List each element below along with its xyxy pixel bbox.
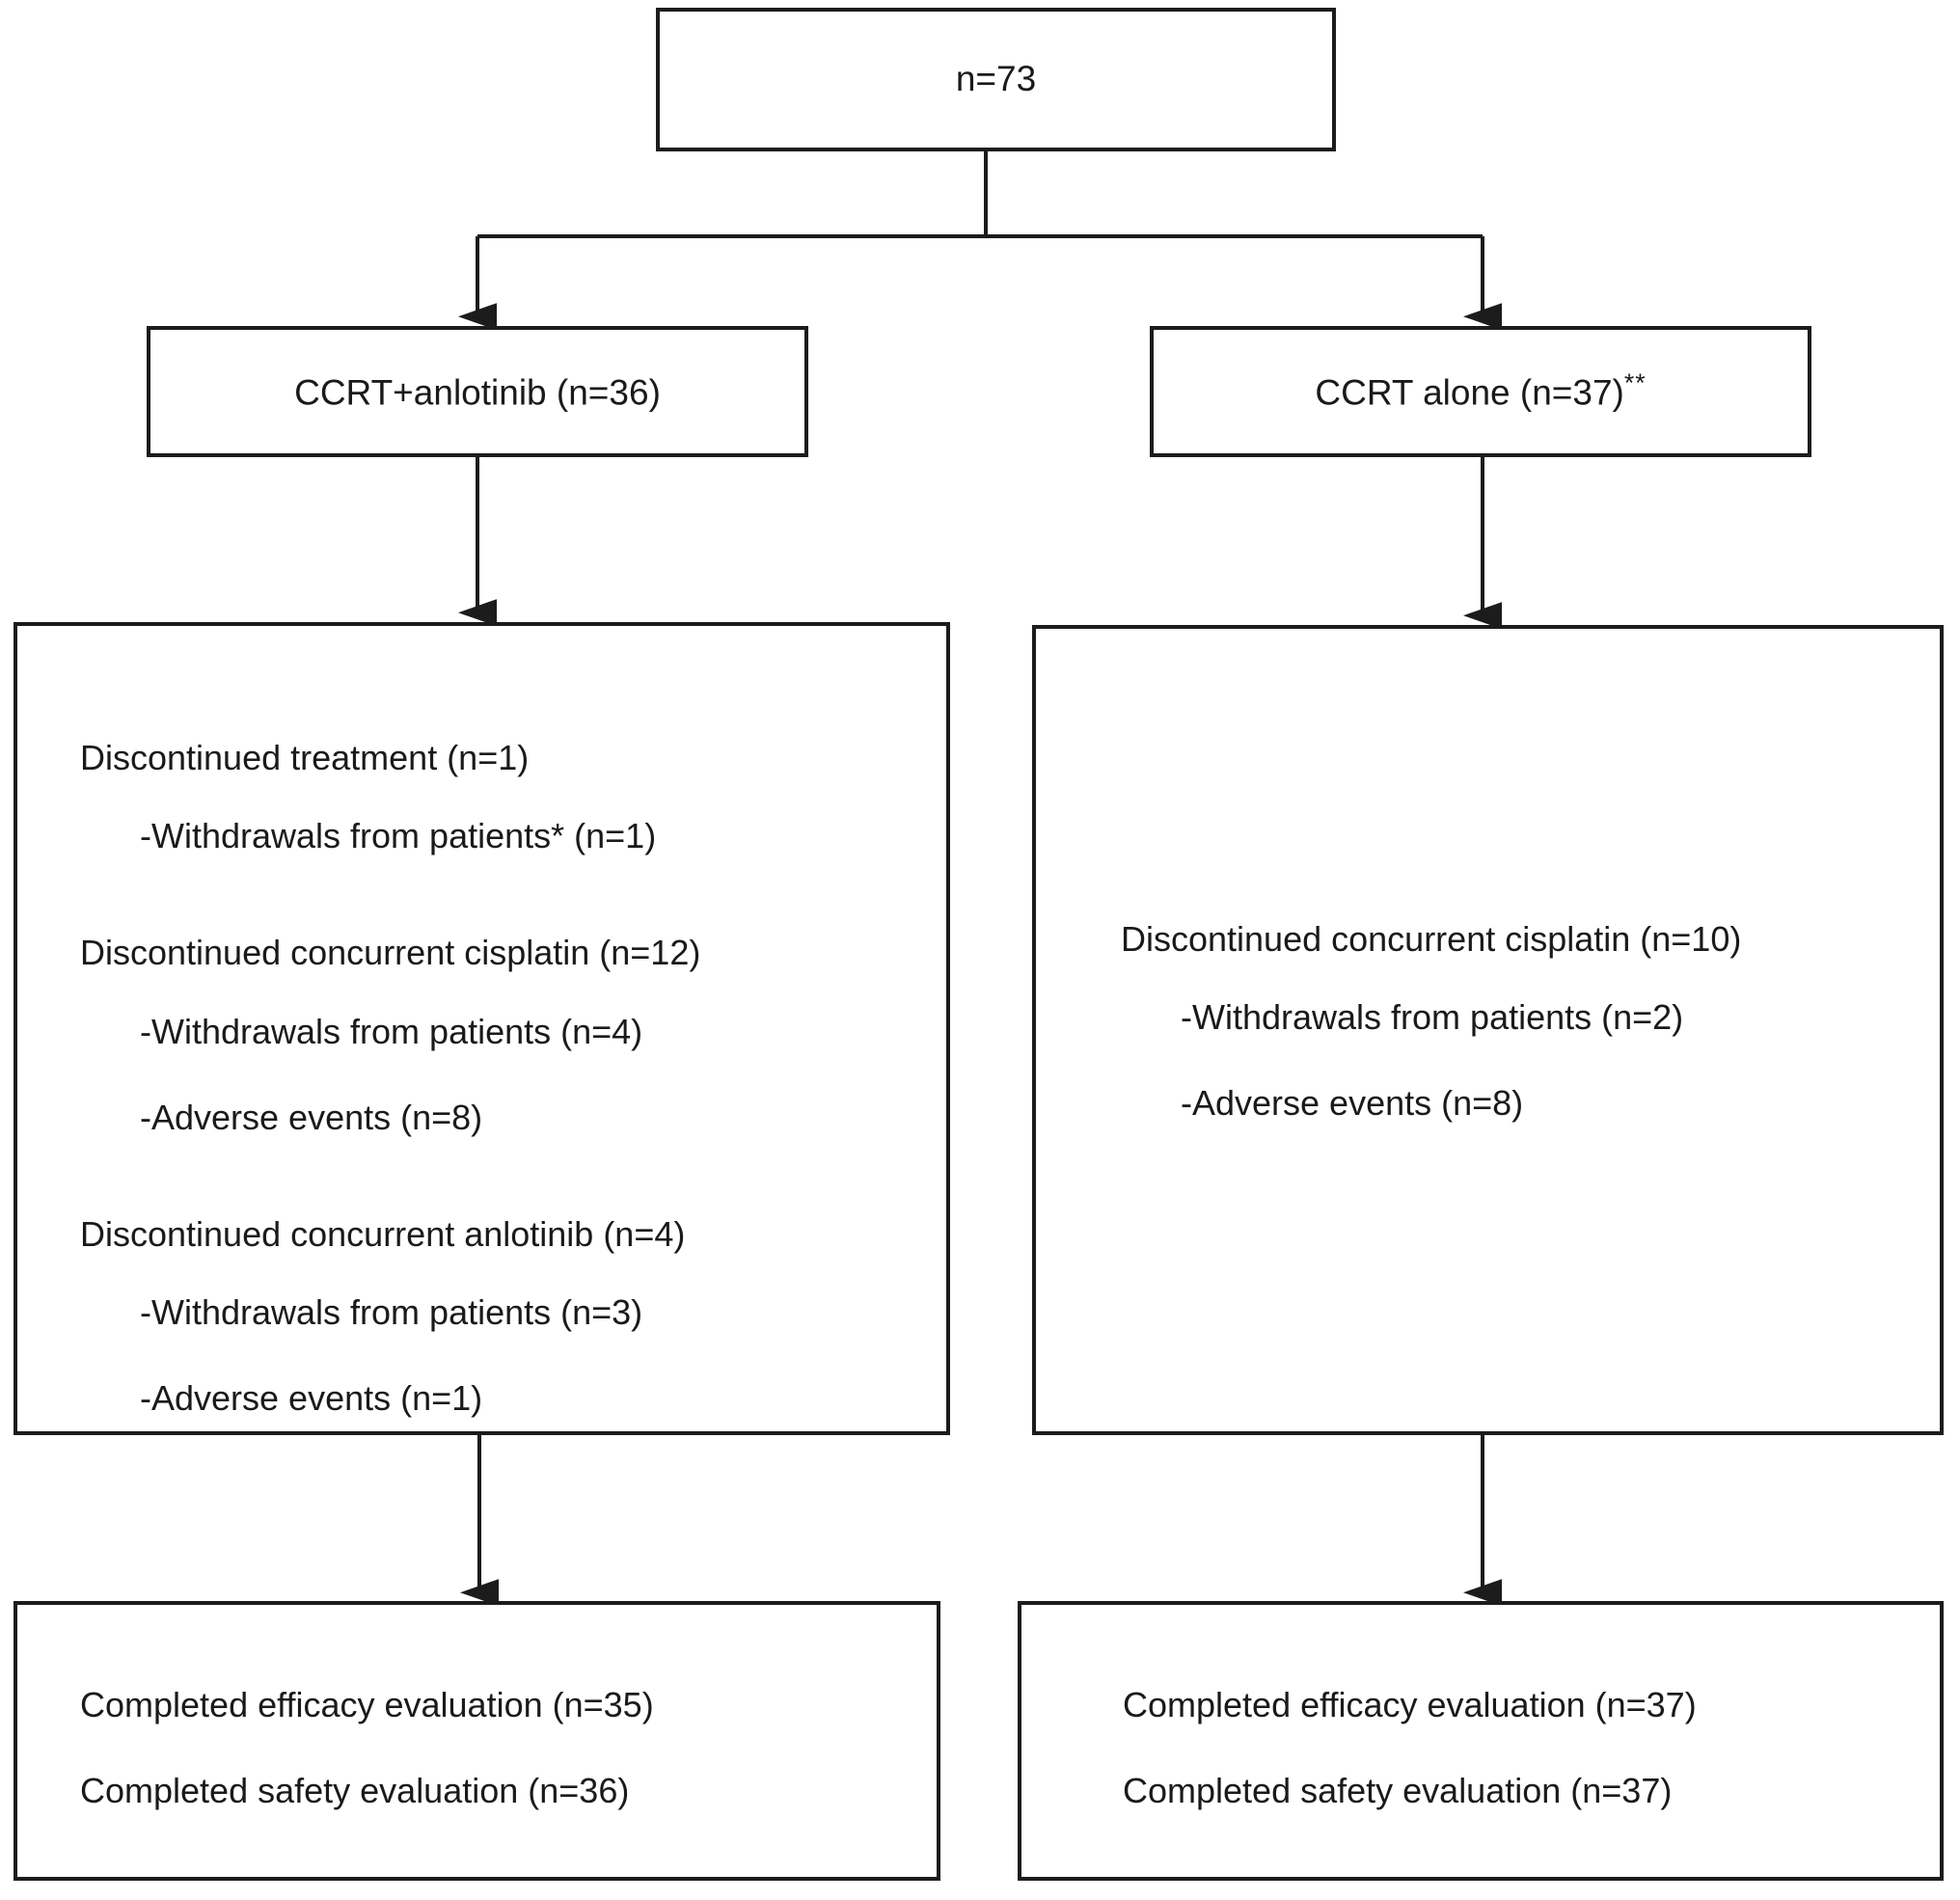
completion-box-right[interactable]: Completed efficacy evaluation (n=37) Com… <box>1018 1601 1944 1881</box>
arm-label-right-marker: ** <box>1623 368 1647 398</box>
discontinuation-right-group-0-item-1: -Adverse events (n=8) <box>1181 1083 1524 1124</box>
enrollment-label: n=73 <box>955 59 1037 99</box>
completion-left-line-1: Completed safety evaluation (n=36) <box>80 1771 630 1811</box>
spacer <box>80 1725 917 1770</box>
arm-label-right-text: CCRT alone (n=37) <box>1315 372 1624 413</box>
discontinuation-right-content: Discontinued concurrent cisplatin (n=10)… <box>1121 918 1920 1125</box>
completion-box-left[interactable]: Completed efficacy evaluation (n=35) Com… <box>14 1601 940 1881</box>
spacer <box>1121 1038 1920 1082</box>
discontinuation-left-content: Discontinued treatment (n=1) -Withdrawal… <box>80 737 927 1420</box>
arm-box-right[interactable]: CCRT alone (n=37)** <box>1150 326 1811 457</box>
discontinuation-left-group-1-item-0: -Withdrawals from patients (n=4) <box>140 1011 643 1051</box>
discontinuation-left-group-2-item-0: -Withdrawals from patients (n=3) <box>140 1292 643 1333</box>
spacer <box>80 856 927 932</box>
completion-left-content: Completed efficacy evaluation (n=35) Com… <box>80 1684 917 1811</box>
completion-right-line-1: Completed safety evaluation (n=37) <box>1123 1771 1673 1811</box>
arm-label-right: CCRT alone (n=37)** <box>1315 367 1646 416</box>
completion-right-content: Completed efficacy evaluation (n=37) Com… <box>1123 1684 1920 1811</box>
discontinuation-right-group-0-heading: Discontinued concurrent cisplatin (n=10) <box>1121 919 1742 959</box>
spacer <box>80 1333 927 1377</box>
spacer <box>80 778 927 815</box>
spacer <box>1123 1725 1920 1770</box>
enrollment-box[interactable]: n=73 <box>656 8 1336 151</box>
arm-box-left[interactable]: CCRT+anlotinib (n=36) <box>147 326 808 457</box>
discontinuation-box-left[interactable]: Discontinued treatment (n=1) -Withdrawal… <box>14 622 950 1435</box>
arm-label-left: CCRT+anlotinib (n=36) <box>294 367 661 416</box>
completion-left-line-0: Completed efficacy evaluation (n=35) <box>80 1685 654 1724</box>
spacer <box>1121 960 1920 996</box>
discontinuation-left-group-2-heading: Discontinued concurrent anlotinib (n=4) <box>80 1213 686 1254</box>
discontinuation-right-group-0-item-0: -Withdrawals from patients (n=2) <box>1181 997 1684 1038</box>
discontinuation-left-group-1-item-1: -Adverse events (n=8) <box>140 1097 483 1137</box>
discontinuation-left-group-1-heading: Discontinued concurrent cisplatin (n=12) <box>80 933 701 973</box>
spacer <box>80 1255 927 1291</box>
completion-right-line-0: Completed efficacy evaluation (n=37) <box>1123 1685 1697 1724</box>
spacer <box>80 974 927 1011</box>
spacer <box>80 1052 927 1097</box>
discontinuation-left-group-0-heading: Discontinued treatment (n=1) <box>80 738 530 777</box>
discontinuation-left-group-2-item-1: -Adverse events (n=1) <box>140 1378 483 1419</box>
arm-label-left-text: CCRT+anlotinib (n=36) <box>294 372 661 413</box>
spacer <box>80 1138 927 1213</box>
discontinuation-left-group-0-item-0: -Withdrawals from patients* (n=1) <box>140 816 657 856</box>
discontinuation-box-right[interactable]: Discontinued concurrent cisplatin (n=10)… <box>1032 625 1944 1435</box>
